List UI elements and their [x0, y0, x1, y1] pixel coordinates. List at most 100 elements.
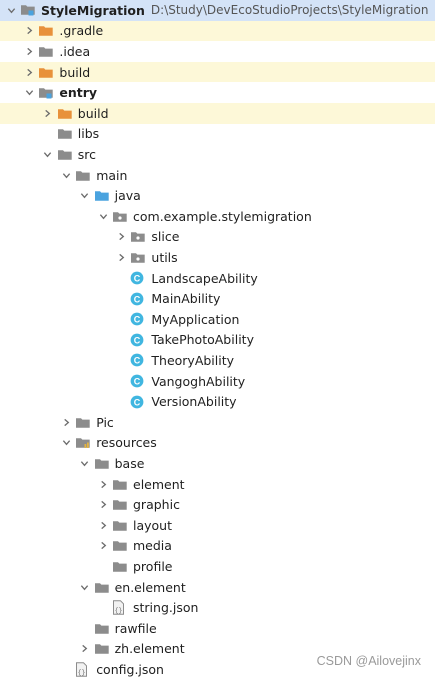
- tree-row-zh-element[interactable]: zh.element: [0, 639, 435, 660]
- collapse-arrow-icon[interactable]: [41, 144, 55, 164]
- collapse-arrow-icon[interactable]: [59, 165, 73, 185]
- watermark: CSDN @Ailovejinx: [316, 654, 421, 668]
- tree-row-entry[interactable]: entry: [0, 82, 435, 103]
- package-folder-icon: [130, 247, 148, 267]
- collapse-arrow-icon[interactable]: [4, 0, 18, 20]
- grey-folder-icon: [38, 41, 56, 61]
- collapse-arrow-icon[interactable]: [78, 453, 92, 473]
- expand-arrow-icon[interactable]: [59, 412, 73, 432]
- grey-folder-icon: [112, 515, 130, 535]
- tree-row-src[interactable]: src: [0, 144, 435, 165]
- arrow-spacer: [78, 618, 92, 638]
- tree-item-label: main: [96, 167, 128, 183]
- tree-row-base[interactable]: base: [0, 453, 435, 474]
- tree-item-label: VersionAbility: [151, 394, 237, 410]
- tree-row-utils[interactable]: utils: [0, 247, 435, 268]
- tree-item-label: rawfile: [114, 620, 157, 636]
- collapse-arrow-icon[interactable]: [59, 433, 73, 453]
- expand-arrow-icon[interactable]: [114, 247, 128, 267]
- arrow-spacer: [114, 289, 128, 309]
- tree-row-build[interactable]: build: [0, 61, 435, 83]
- tree-item-label: zh.element: [114, 641, 185, 657]
- expand-arrow-icon[interactable]: [96, 495, 110, 515]
- orange-folder-icon: [38, 62, 56, 82]
- svg-text:C: C: [134, 315, 141, 325]
- expand-arrow-icon[interactable]: [22, 21, 36, 41]
- tree-row-element[interactable]: element: [0, 474, 435, 495]
- svg-text:C: C: [134, 273, 141, 283]
- tree-row-versionability[interactable]: C VersionAbility: [0, 391, 435, 412]
- tree-row-idea[interactable]: .idea: [0, 41, 435, 62]
- tree-item-label: graphic: [133, 497, 180, 513]
- collapse-arrow-icon[interactable]: [22, 83, 36, 103]
- tree-item-label: string.json: [133, 600, 199, 616]
- expand-arrow-icon[interactable]: [96, 536, 110, 556]
- tree-row-main[interactable]: main: [0, 165, 435, 186]
- expand-arrow-icon[interactable]: [96, 515, 110, 535]
- package-folder-icon: [130, 227, 148, 247]
- tree-row-resources[interactable]: resources: [0, 433, 435, 454]
- arrow-spacer: [96, 556, 110, 576]
- tree-item-label: config.json: [96, 661, 164, 677]
- tree-item-label: profile: [133, 558, 173, 574]
- json-file-icon: {}: [75, 659, 93, 679]
- class-icon: C: [130, 392, 148, 412]
- expand-arrow-icon[interactable]: [78, 639, 92, 659]
- collapse-arrow-icon[interactable]: [78, 186, 92, 206]
- tree-row-profile[interactable]: profile: [0, 556, 435, 577]
- class-icon: C: [130, 289, 148, 309]
- svg-text:C: C: [134, 397, 141, 407]
- json-file-icon: {}: [112, 598, 130, 618]
- tree-row-rawfile[interactable]: rawfile: [0, 618, 435, 639]
- tree-row-en-element[interactable]: en.element: [0, 577, 435, 598]
- expand-arrow-icon[interactable]: [22, 41, 36, 61]
- tree-row-media[interactable]: media: [0, 536, 435, 557]
- grey-folder-icon: [94, 639, 112, 659]
- grey-folder-icon: [94, 618, 112, 638]
- tree-row-libs[interactable]: libs: [0, 124, 435, 145]
- tree-item-label: .gradle: [59, 23, 104, 39]
- grey-folder-icon: [57, 144, 75, 164]
- expand-arrow-icon[interactable]: [41, 103, 55, 123]
- class-icon: C: [130, 350, 148, 370]
- expand-arrow-icon[interactable]: [96, 474, 110, 494]
- tree-item-label: media: [133, 538, 172, 554]
- tree-row-config-json[interactable]: {}config.json: [0, 659, 435, 680]
- class-icon: C: [130, 330, 148, 350]
- arrow-spacer: [114, 350, 128, 370]
- module-folder-icon: [38, 83, 56, 103]
- tree-row-build[interactable]: build: [0, 103, 435, 124]
- arrow-spacer: [114, 330, 128, 350]
- expand-arrow-icon[interactable]: [22, 62, 36, 82]
- tree-item-label: MainAbility: [151, 291, 221, 307]
- class-icon: C: [130, 371, 148, 391]
- project-path: D:\Study\DevEcoStudioProjects\StyleMigra…: [150, 3, 429, 18]
- tree-row-string-json[interactable]: {}string.json: [0, 597, 435, 618]
- tree-item-label: src: [77, 146, 97, 162]
- grey-folder-icon: [112, 474, 130, 494]
- tree-row-java[interactable]: java: [0, 185, 435, 206]
- tree-row-gradle[interactable]: .gradle: [0, 20, 435, 42]
- grey-folder-icon: [94, 453, 112, 473]
- expand-arrow-icon[interactable]: [114, 227, 128, 247]
- collapse-arrow-icon[interactable]: [96, 206, 110, 226]
- collapse-arrow-icon[interactable]: [78, 577, 92, 597]
- grey-folder-icon: [75, 165, 93, 185]
- tree-row-slice[interactable]: slice: [0, 227, 435, 248]
- tree-row-pic[interactable]: Pic: [0, 412, 435, 433]
- tree-row-com-example-stylemigration[interactable]: com.example.stylemigration: [0, 206, 435, 227]
- tree-row-graphic[interactable]: graphic: [0, 494, 435, 515]
- tree-item-label: Pic: [96, 414, 114, 430]
- arrow-spacer: [114, 392, 128, 412]
- tree-row-layout[interactable]: layout: [0, 515, 435, 536]
- tree-item-label: build: [77, 105, 109, 121]
- class-icon: C: [130, 268, 148, 288]
- grey-folder-icon: [112, 536, 130, 556]
